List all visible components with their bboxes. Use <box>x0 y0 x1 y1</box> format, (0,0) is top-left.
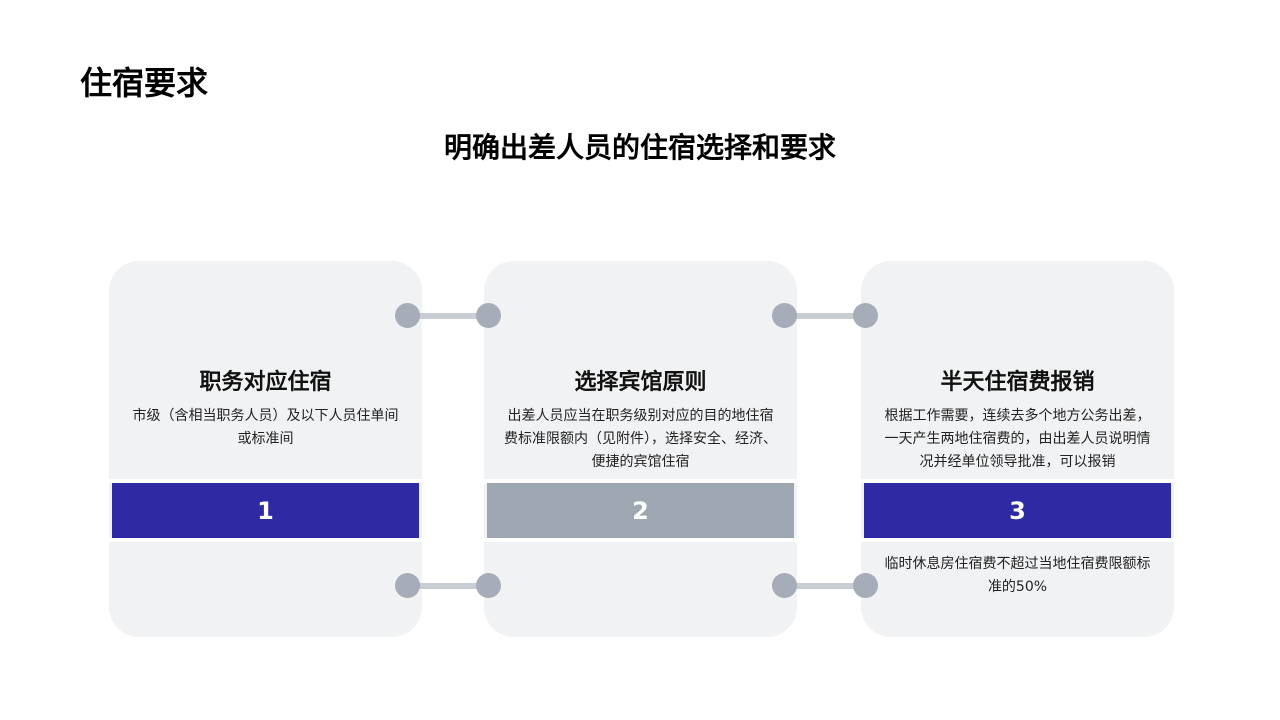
connector-1-2-top <box>395 303 501 329</box>
card-heading: 半天住宿费报销 <box>940 370 1095 395</box>
card-3: 半天住宿费报销 根据工作需要，连续去多个地方公务出差，一天产生两地住宿费的，由出… <box>861 261 1174 637</box>
connector-2-3-bottom <box>772 573 878 599</box>
card-2: 选择宾馆原则 出差人员应当在职务级别对应的目的地住宿费标准限额内（见附件），选择… <box>484 261 797 637</box>
divider <box>109 538 422 542</box>
divider <box>861 479 1174 483</box>
step-number-band: 2 <box>487 483 794 538</box>
divider <box>484 538 797 542</box>
divider <box>484 479 797 483</box>
step-number-band: 3 <box>864 483 1171 538</box>
page-subtitle: 明确出差人员的住宿选择和要求 <box>443 131 836 164</box>
card-heading: 选择宾馆原则 <box>574 370 707 395</box>
step-number-band: 1 <box>112 483 419 538</box>
divider <box>861 538 1174 542</box>
card-description: 根据工作需要，连续去多个地方公务出差，一天产生两地住宿费的，由出差人员说明情况并… <box>884 408 1151 470</box>
page-title: 住宿要求 <box>80 64 209 102</box>
connector-2-3-top <box>772 303 878 329</box>
card-heading: 职务对应住宿 <box>199 370 332 395</box>
card-description: 市级（含相当职务人员）及以下人员住单间或标准间 <box>132 408 399 447</box>
connector-1-2-bottom <box>395 573 501 599</box>
divider <box>109 479 422 483</box>
card-note: 临时休息房住宿费不超过当地住宿费限额标准的50% <box>884 556 1151 595</box>
card-description: 出差人员应当在职务级别对应的目的地住宿费标准限额内（见附件），选择安全、经济、便… <box>504 408 777 470</box>
card-1: 职务对应住宿 市级（含相当职务人员）及以下人员住单间或标准间 1 <box>109 261 422 637</box>
